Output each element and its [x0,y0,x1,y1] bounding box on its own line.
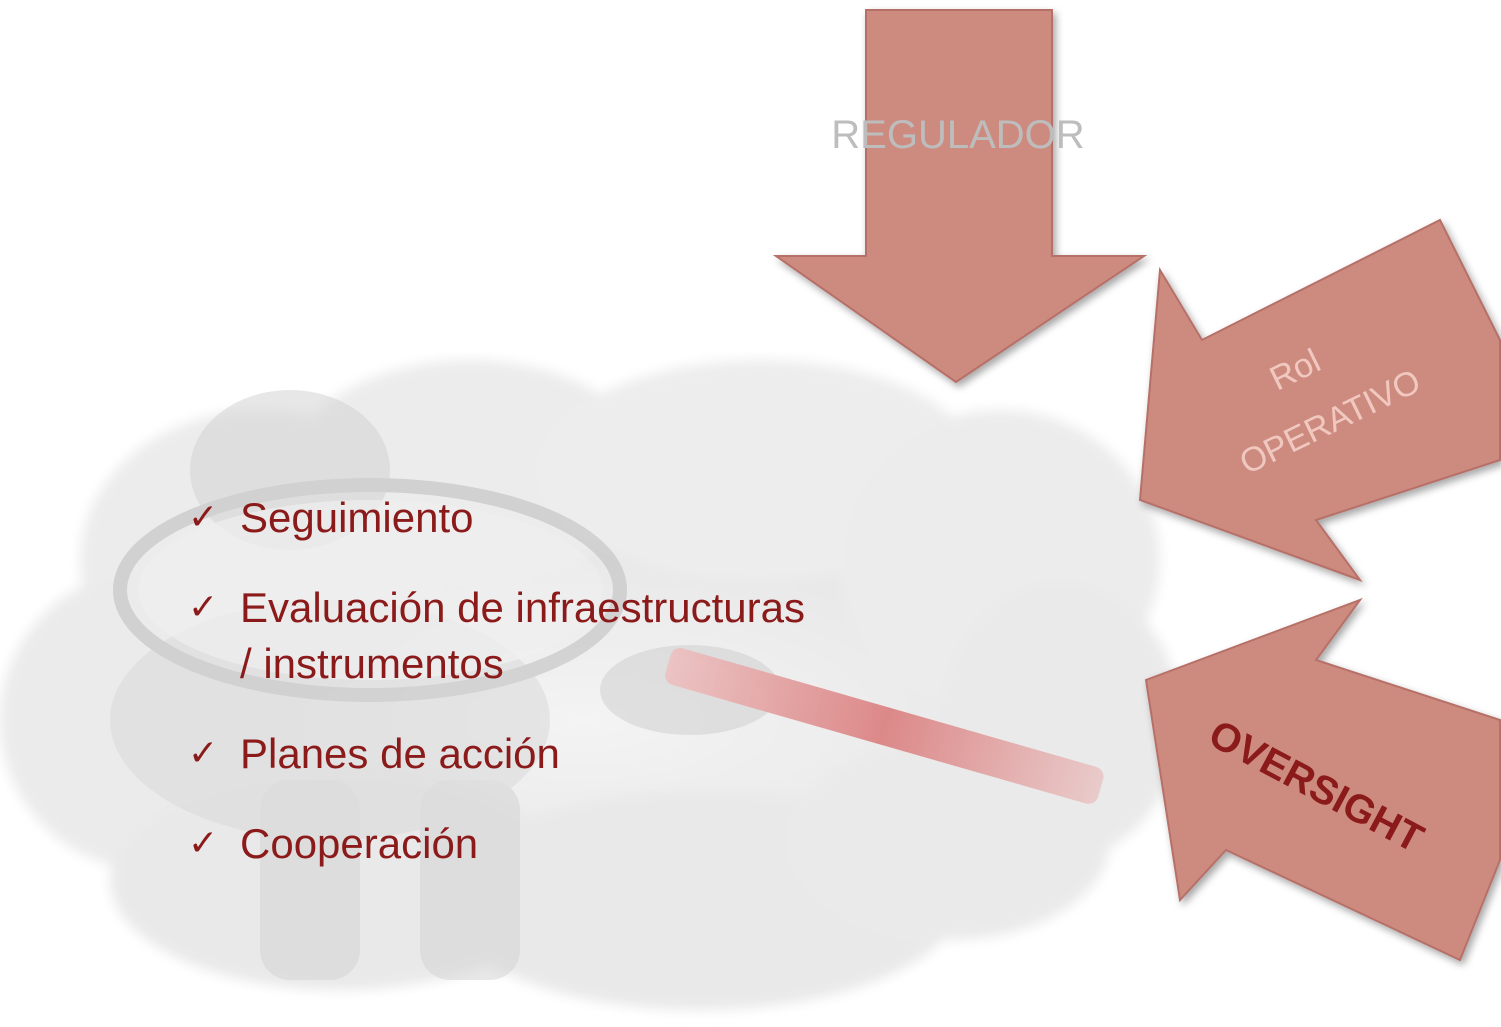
checkmark-icon: ✓ [188,587,219,628]
checklist-item-label: Planes de acción [240,730,560,777]
checkmark-icon: ✓ [188,497,219,538]
checkmark-icon: ✓ [188,733,219,774]
checklist-item-seguimiento: ✓ Seguimiento [188,490,805,546]
checklist-item-label: Cooperación [240,820,479,867]
checklist-item-cooperacion: ✓ Cooperación [188,816,805,872]
checklist-item-label: Seguimiento [240,494,474,541]
checklist-item-label: Evaluación de infraestructuras [240,584,805,631]
checklist-item-evaluacion: ✓ Evaluación de infraestructuras / instr… [188,580,805,692]
regulador-label: REGULADOR [831,113,1084,157]
checklist: ✓ Seguimiento ✓ Evaluación de infraestru… [188,490,805,906]
oversight-arrow [1144,597,1501,962]
checklist-item-label-continuation: / instrumentos [240,640,504,687]
checkmark-icon: ✓ [188,823,219,864]
rol-operativo-arrow [1138,218,1501,583]
figure-with-magnifier-illustration [110,390,1104,980]
regulador-arrow [772,9,1148,384]
checklist-item-planes: ✓ Planes de acción [188,726,805,782]
